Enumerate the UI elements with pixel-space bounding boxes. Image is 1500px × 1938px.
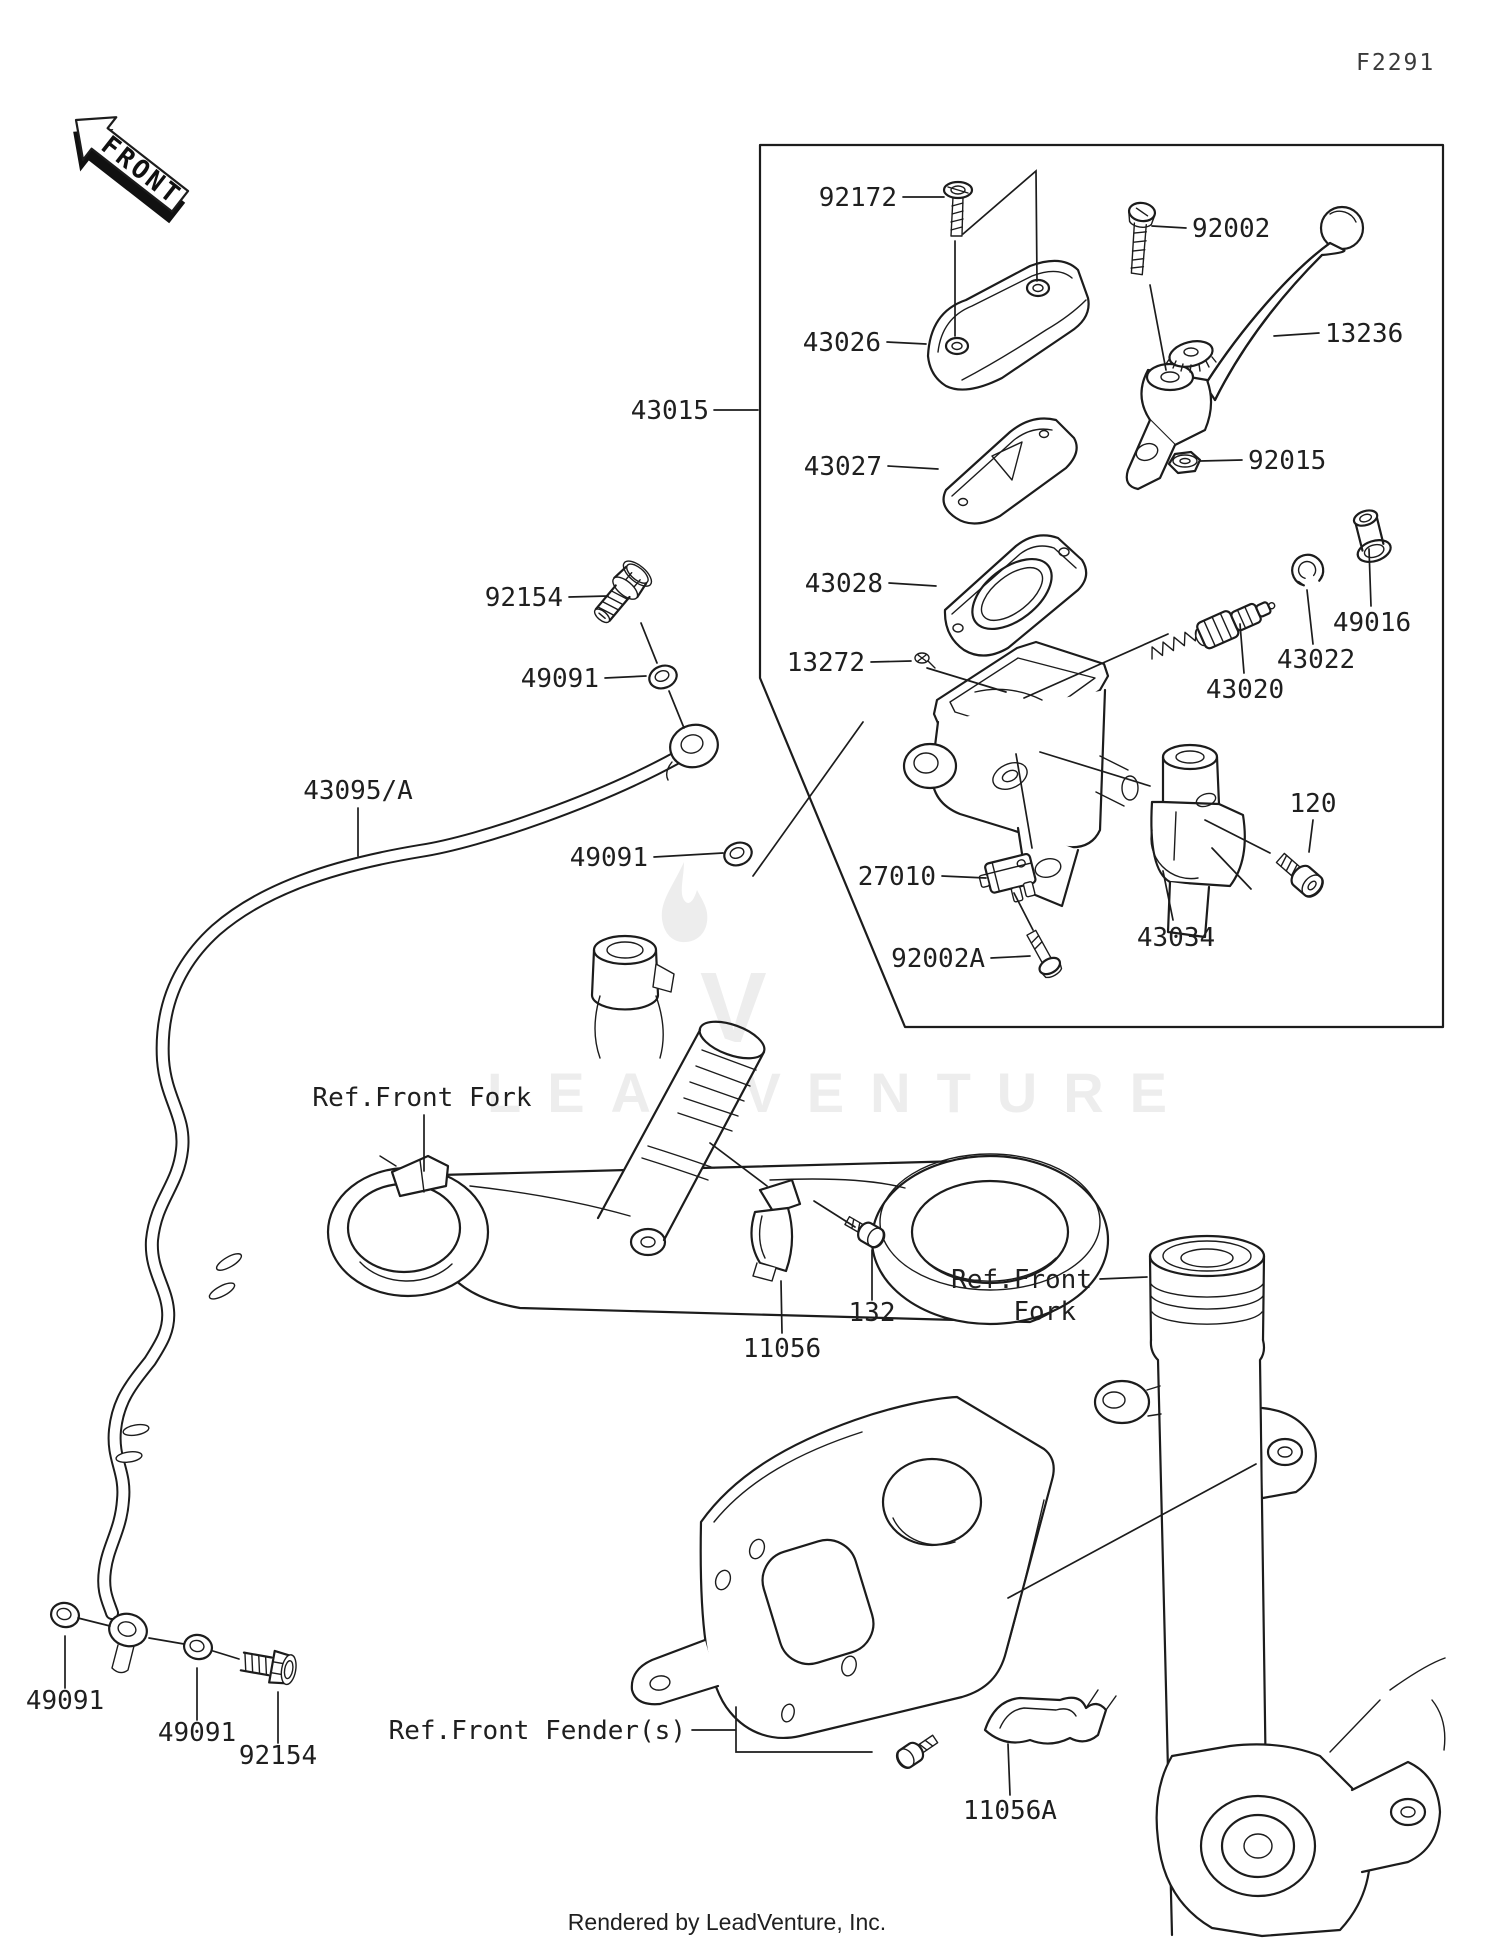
part-92154-banjo-bolt-upper: [593, 560, 653, 624]
part-92002-lever-pivot-bolt: [1127, 201, 1157, 276]
front-arrow: FRONT: [73, 116, 190, 224]
assembly-box: [758, 143, 1445, 1029]
part-label-92154-lower: 92154: [239, 1741, 317, 1771]
part-11056-clamp-bracket: [750, 1178, 802, 1282]
part-49091-washer-upper-2: [723, 841, 753, 867]
part-49016-boot: [1352, 509, 1392, 563]
part-49091-washer-lower-2: [182, 1633, 214, 1661]
part-label-43026: 43026: [803, 328, 881, 358]
part-49091-washer-upper-1: [648, 664, 678, 690]
part-label-43020: 43020: [1206, 675, 1284, 705]
part-label-43027: 43027: [804, 452, 882, 482]
part-120-socket-bolt: [1275, 852, 1324, 898]
part-label-49016: 49016: [1333, 608, 1411, 638]
watermark-text: LEADVENTURE: [487, 1061, 1193, 1124]
part-label-92154-upper: 92154: [485, 583, 563, 613]
part-label-92002: 92002: [1192, 214, 1270, 244]
ref-label-front-fork-upper: Ref.Front Fork: [312, 1083, 531, 1113]
part-43034-handlebar-clamp: [1150, 743, 1246, 939]
part-label-49091-upper-1: 49091: [521, 664, 599, 694]
part-92002A-switch-screw: [1026, 929, 1063, 979]
leadventure-watermark: V LEADVENTURE: [487, 862, 1193, 1124]
part-label-92002A: 92002A: [891, 944, 985, 974]
part-label-49091-lower-1: 49091: [26, 1686, 104, 1716]
leader-lines: [64, 169, 1372, 1796]
part-label-49091-upper-2: 49091: [570, 843, 648, 873]
lever-adjuster-wheel: [1165, 340, 1217, 373]
part-132-bolt: [844, 1215, 886, 1249]
part-label-43095A: 43095/A: [303, 776, 413, 806]
part-label-92172: 92172: [819, 183, 897, 213]
part-label-43015: 43015: [631, 396, 709, 426]
ref-label-front-fork-right-2: Fork: [1013, 1297, 1076, 1327]
part-43026-reservoir-cap: [926, 259, 1090, 391]
ref-front-fork-leg: [1093, 1234, 1446, 1938]
part-13272-screw: [914, 652, 936, 669]
part-label-92015: 92015: [1248, 446, 1326, 476]
part-label-43022: 43022: [1277, 645, 1355, 675]
hose-upper-eyelet: [665, 723, 719, 781]
flame-icon: [661, 862, 708, 943]
footer-credit: Rendered by LeadVenture, Inc.: [568, 1909, 886, 1935]
part-label-13272: 13272: [787, 648, 865, 678]
part-label-49091-lower-2: 49091: [158, 1718, 236, 1748]
page-code: F2291: [1356, 50, 1435, 76]
part-label-132: 132: [849, 1298, 896, 1328]
part-43028-gasket-plate: [943, 534, 1088, 657]
part-43020-piston-assembly: [1151, 601, 1276, 660]
ref-front-fender-brace: [630, 1395, 1055, 1740]
hose-lower-eyelet: [108, 1612, 148, 1674]
part-92172-screw: [942, 180, 974, 237]
part-label-13236: 13236: [1325, 319, 1403, 349]
part-label-11056: 11056: [743, 1334, 821, 1364]
ref-label-front-fork-right-1: Ref.Front: [951, 1265, 1092, 1295]
part-43022-circlip: [1291, 553, 1325, 587]
part-label-43028: 43028: [805, 569, 883, 599]
part-92154-banjo-bolt-lower: [239, 1649, 297, 1686]
part-43027-diaphragm-plate: [942, 417, 1078, 525]
part-labels: 92172 43026 43015 43027 43028 13272 9200…: [26, 183, 1411, 1826]
part-13236-brake-lever: [1125, 205, 1365, 491]
part-label-27010: 27010: [858, 862, 936, 892]
part-11056A-hose-clamp: [983, 1689, 1117, 1745]
part-label-43034: 43034: [1137, 923, 1215, 953]
part-49091-washer-lower-1: [49, 1601, 81, 1629]
part-label-120: 120: [1290, 789, 1337, 819]
part-label-11056A: 11056A: [963, 1796, 1057, 1826]
part-27010-brake-switch: [978, 852, 1037, 903]
part-43095A-brake-hose: [97, 723, 719, 1674]
part-11056A-bolt: [895, 1734, 939, 1769]
part-92015-lever-nut: [1167, 450, 1202, 475]
ref-label-front-fenders: Ref.Front Fender(s): [389, 1716, 686, 1746]
